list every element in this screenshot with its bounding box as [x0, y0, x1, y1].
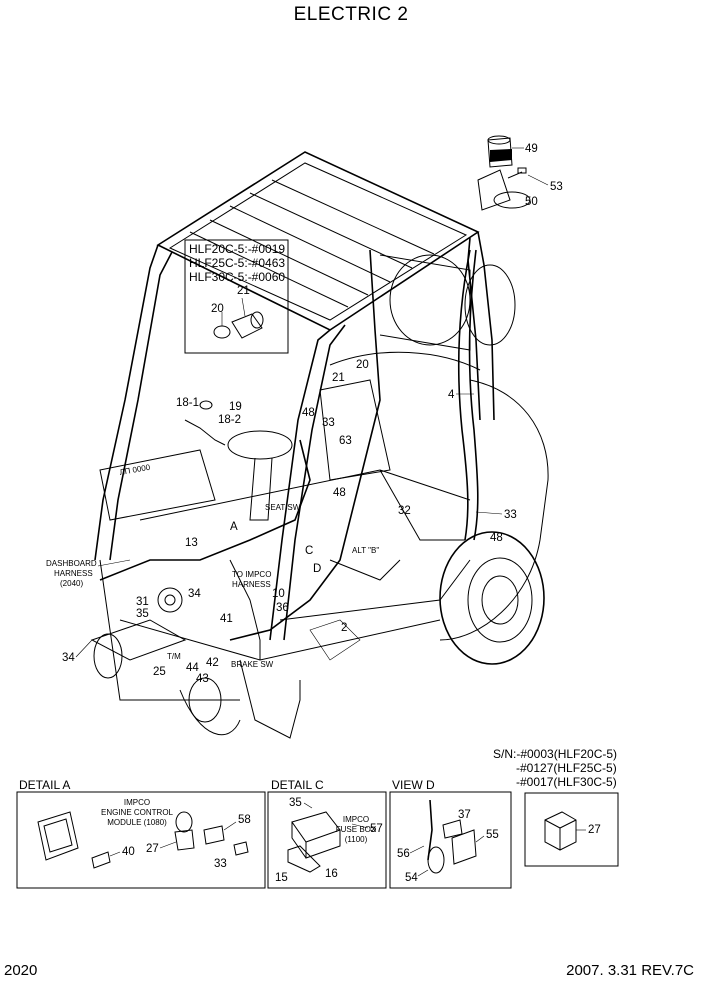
detail-c-heading: DETAIL C: [271, 778, 324, 792]
module-line3: MODULE (1080): [107, 818, 167, 827]
label-33b: 33: [504, 509, 517, 521]
label-48a: 48: [302, 407, 315, 419]
brake-sw-text: BRAKE SW: [231, 660, 274, 669]
label-33a: 33: [322, 417, 335, 429]
label-20b: 20: [356, 359, 369, 371]
rear-wheel: [439, 531, 545, 665]
label-4: 4: [448, 389, 455, 401]
label-35: 35: [136, 608, 149, 620]
main-callouts: 49 53 50 21 20 20 21 4 18-1 19 18-2 48 3…: [62, 143, 563, 685]
label-31: 31: [136, 596, 149, 608]
page-title: ELECTRIC 2: [293, 4, 409, 25]
alt-b-text: ALT "B": [352, 546, 379, 555]
label-44: 44: [186, 662, 199, 674]
label-32: 32: [398, 505, 411, 517]
label-50: 50: [525, 196, 538, 208]
label-18-2: 18-2: [218, 414, 241, 426]
dashboard-harness-line1: DASHBOARD: [46, 559, 97, 568]
label-10: 10: [272, 588, 285, 600]
label-48b: 48: [333, 487, 346, 499]
fuse-line2: FUSE BOX: [336, 825, 377, 834]
to-impco-line1: TO IMPCO: [232, 570, 271, 579]
label-43: 43: [196, 673, 209, 685]
label-13: 13: [185, 537, 198, 549]
module-line1: IMPCO: [124, 798, 150, 807]
detail-c-label-15: 15: [275, 872, 288, 884]
text-callouts: DASHBOARD HARNESS (2040) SEAT SW ALT "B"…: [46, 503, 379, 669]
label-36: 36: [276, 602, 289, 614]
detail-a-label-58: 58: [238, 814, 251, 826]
detail-a-label-33: 33: [214, 858, 227, 870]
truck-body: ЛП 0000: [99, 254, 549, 739]
label-41: 41: [220, 613, 233, 625]
tm-text: T/M: [167, 652, 181, 661]
detail-a-label-40: 40: [122, 846, 135, 858]
wiring-harness: [99, 249, 479, 660]
label-63: 63: [339, 435, 352, 447]
label-49: 49: [525, 143, 538, 155]
serial-box-right: S/N:-#0003(HLF20C-5) -#0127(HLF25C-5) -#…: [493, 747, 619, 867]
serial-line-2: HLF25C-5:-#0463: [189, 256, 285, 270]
view-d-label-37: 37: [458, 809, 471, 821]
fuse-line3: (1100): [345, 835, 368, 844]
detail-c-label-16: 16: [325, 868, 338, 880]
label-20a: 20: [211, 303, 224, 315]
serial-box-left: HLF20C-5:-#0019 HLF25C-5:-#0463 HLF30C-5…: [184, 239, 289, 354]
label-42: 42: [206, 657, 219, 669]
relay-label-27: 27: [588, 824, 601, 836]
view-d-label-54: 54: [405, 872, 418, 884]
label-34a: 34: [188, 588, 201, 600]
detail-a-panel: DETAIL A IMPCO ENGINE CONTROL MODULE (10…: [16, 778, 266, 889]
label-48c: 48: [490, 532, 503, 544]
label-21a: 21: [237, 285, 250, 297]
label-C: C: [305, 545, 313, 557]
view-d-heading: VIEW D: [392, 778, 435, 792]
revision-date: 2007. 3.31 REV.7C: [566, 962, 694, 979]
label-A: A: [230, 521, 238, 533]
detail-c-panel: DETAIL C 35 IMPCO FUSE BOX (1100) 57 15 …: [267, 778, 387, 889]
front-axle: [90, 587, 222, 723]
detail-a-heading: DETAIL A: [19, 778, 70, 792]
view-d-label-55: 55: [486, 829, 499, 841]
serial-right-line1: S/N:-#0003(HLF20C-5): [493, 747, 617, 761]
serial-line-3: HLF30C-5:-#0060: [189, 270, 285, 284]
label-34b: 34: [62, 652, 75, 664]
serial-line-1: HLF20C-5:-#0019: [189, 242, 285, 256]
label-25: 25: [153, 666, 166, 678]
label-18-1: 18-1: [176, 397, 199, 409]
view-d-panel: VIEW D 37 55 56 54: [389, 778, 512, 889]
serial-right-line2: -#0127(HLF25C-5): [516, 761, 617, 775]
to-impco-line2: HARNESS: [232, 580, 271, 589]
beacon-lamp: [477, 135, 531, 211]
fuse-line1: IMPCO: [343, 815, 369, 824]
label-2: 2: [341, 622, 347, 634]
seat-sw-text: SEAT SW: [265, 503, 301, 512]
dashboard-harness-line2: HARNESS: [54, 569, 93, 578]
page-number: 2020: [4, 962, 38, 979]
view-d-label-56: 56: [397, 848, 410, 860]
serial-right-line3: -#0017(HLF30C-5): [516, 775, 617, 789]
module-line2: ENGINE CONTROL: [101, 808, 174, 817]
dashboard-harness-line3: (2040): [60, 579, 83, 588]
detail-c-label-57: 57: [370, 823, 383, 835]
label-19: 19: [229, 401, 242, 413]
detail-a-label-27: 27: [146, 843, 159, 855]
label-53: 53: [550, 181, 563, 193]
label-D: D: [313, 563, 321, 575]
overhead-guard: [94, 151, 495, 641]
detail-c-label-35: 35: [289, 797, 302, 809]
label-21b: 21: [332, 372, 345, 384]
